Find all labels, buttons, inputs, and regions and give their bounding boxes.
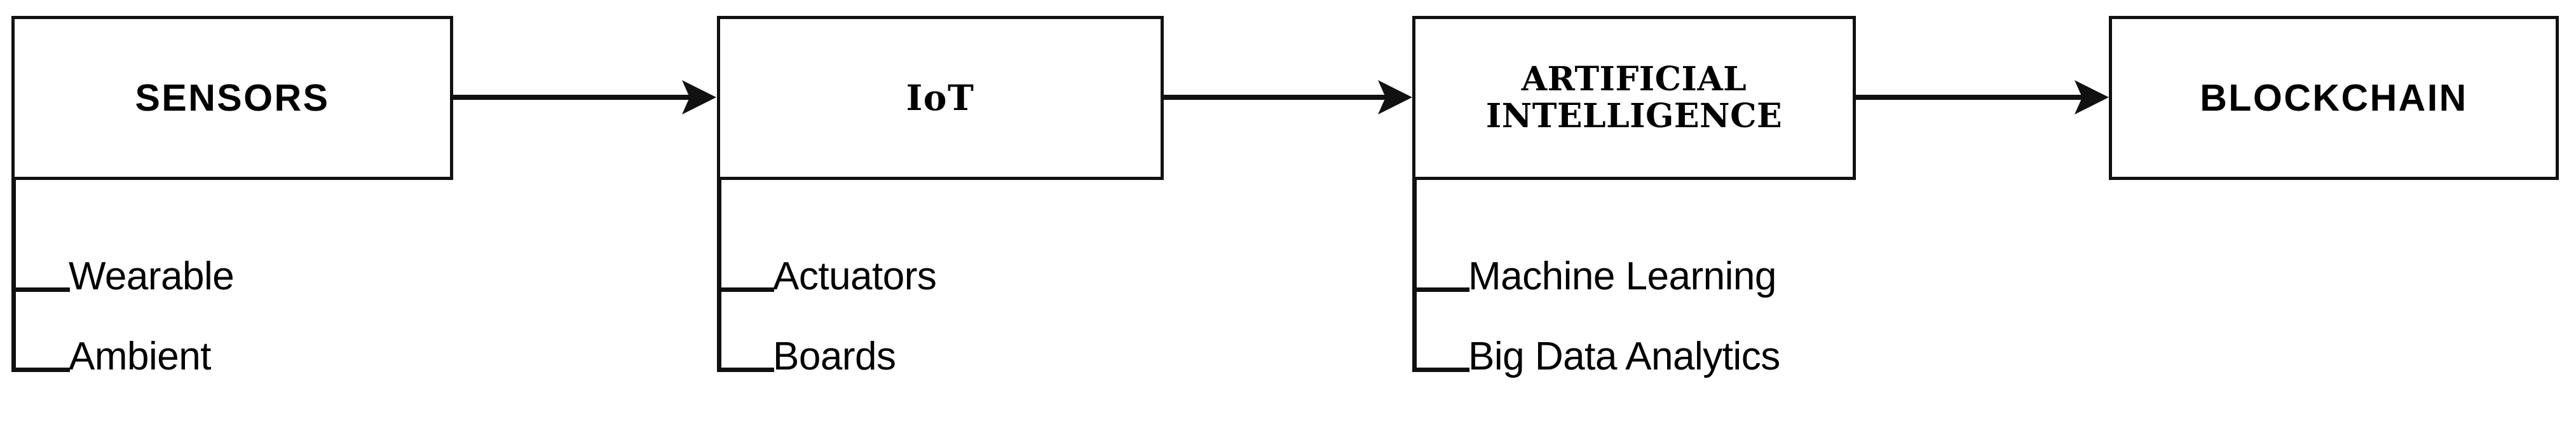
stage-artificial-intelligence: ARTIFICIAL INTELLIGENCE Machine Learning… — [1412, 0, 2109, 435]
subtree-branch-iot-0 — [717, 287, 774, 292]
connector-sensors-to-iot — [453, 80, 716, 114]
subtree-label-ai-1: Big Data Analytics — [1468, 335, 1780, 378]
subtree-branch-ai-1 — [1412, 368, 1469, 372]
subtree-label-sensors-1: Ambient — [69, 335, 211, 378]
stage-iot: IoT Actuators Boards — [716, 0, 1412, 435]
subtree-branch-ai-0 — [1412, 287, 1469, 292]
connector-ai-to-blockchain — [1856, 80, 2109, 114]
subtree-label-ai-0: Machine Learning — [1468, 254, 1776, 298]
subtree-branch-iot-1 — [717, 368, 774, 372]
node-label-artificial-intelligence: ARTIFICIAL INTELLIGENCE — [1485, 59, 1783, 135]
subtree-branch-sensors-0 — [11, 287, 70, 292]
node-box-sensors[interactable]: SENSORS — [11, 16, 453, 180]
node-box-blockchain[interactable]: BLOCKCHAIN — [2109, 16, 2559, 180]
subtree-trunk-sensors — [11, 180, 16, 372]
subtree-label-iot-1: Boards — [773, 335, 896, 378]
stage-sensors: SENSORS Wearable Ambient — [0, 0, 716, 435]
connector-iot-to-ai — [1163, 80, 1412, 114]
subtree-trunk-iot — [717, 180, 721, 372]
node-box-artificial-intelligence[interactable]: ARTIFICIAL INTELLIGENCE — [1412, 16, 1856, 180]
node-label-sensors: SENSORS — [135, 76, 330, 119]
node-label-blockchain: BLOCKCHAIN — [2200, 76, 2468, 119]
subtree-label-iot-0: Actuators — [773, 254, 937, 298]
subtree-label-sensors-0: Wearable — [69, 254, 235, 298]
stage-blockchain: BLOCKCHAIN — [2109, 0, 2576, 435]
node-box-iot[interactable]: IoT — [717, 16, 1164, 180]
subtree-branch-sensors-1 — [11, 368, 70, 372]
node-label-iot: IoT — [906, 77, 975, 119]
subtree-trunk-artificial-intelligence — [1412, 180, 1417, 372]
